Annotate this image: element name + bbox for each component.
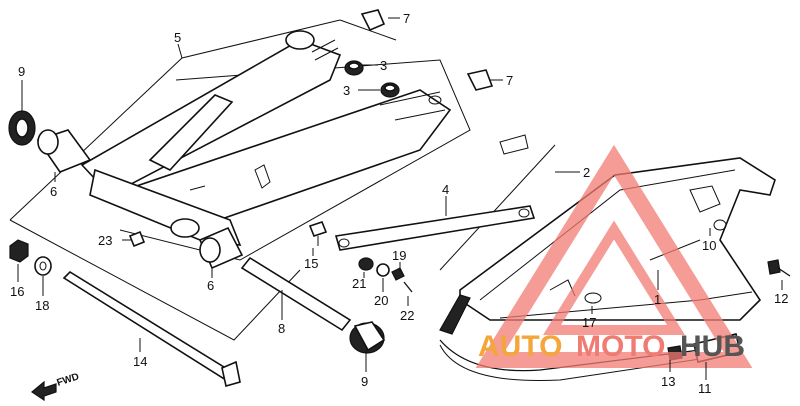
label-part-9-bottom: 9 [361, 374, 368, 389]
watermark-moto: MOTO [576, 330, 665, 363]
plates [360, 9, 494, 91]
label-part-19: 19 [392, 248, 406, 263]
label-part-5: 5 [174, 30, 181, 45]
label-part-13: 13 [661, 374, 675, 389]
label-part-7-right: 7 [506, 73, 513, 88]
label-part-6-left: 6 [50, 184, 57, 199]
fwd-label: FWD [56, 371, 81, 389]
label-part-7-top: 7 [403, 11, 410, 26]
label-part-2: 2 [583, 165, 590, 180]
leader-lines [17, 17, 783, 380]
label-part-3-bottom: 3 [343, 83, 350, 98]
label-part-4: 4 [442, 182, 449, 197]
part-labels: 5 9 7 7 3 3 4 2 6 6 10 1 17 12 13 11 14 … [10, 11, 788, 396]
pivot-collar-left [36, 129, 92, 173]
swing-arm [80, 30, 452, 246]
label-part-12: 12 [774, 291, 788, 306]
nut-and-washer [9, 239, 52, 276]
label-part-21: 21 [352, 276, 366, 291]
label-part-16: 16 [10, 284, 24, 299]
dust-seal-left [8, 110, 36, 146]
pivot-collar-right [198, 226, 244, 270]
label-part-6-right: 6 [207, 278, 214, 293]
label-part-15: 15 [304, 256, 318, 271]
axle [62, 270, 241, 388]
label-part-3-top: 3 [380, 58, 387, 73]
chain-adjuster [334, 205, 536, 251]
forward-arrow: FWD [30, 371, 81, 402]
label-part-1: 1 [654, 292, 661, 307]
label-part-17: 17 [582, 315, 596, 330]
label-part-23: 23 [98, 233, 112, 248]
label-part-22: 22 [400, 308, 414, 323]
label-part-18: 18 [35, 298, 49, 313]
watermark-hub: HUB [680, 330, 745, 363]
small-hardware [128, 221, 413, 293]
dust-seal-bottom [349, 321, 386, 354]
label-part-9-left: 9 [18, 64, 25, 79]
watermark-auto: AUTO [478, 330, 562, 363]
label-part-8: 8 [278, 321, 285, 336]
label-part-14: 14 [133, 354, 147, 369]
label-part-10: 10 [702, 238, 716, 253]
label-part-11: 11 [698, 381, 712, 396]
pivot-shaft [240, 256, 352, 332]
bushings [344, 60, 400, 98]
label-part-20: 20 [374, 293, 388, 308]
watermark: AUTO MOTO HUB [475, 144, 753, 368]
